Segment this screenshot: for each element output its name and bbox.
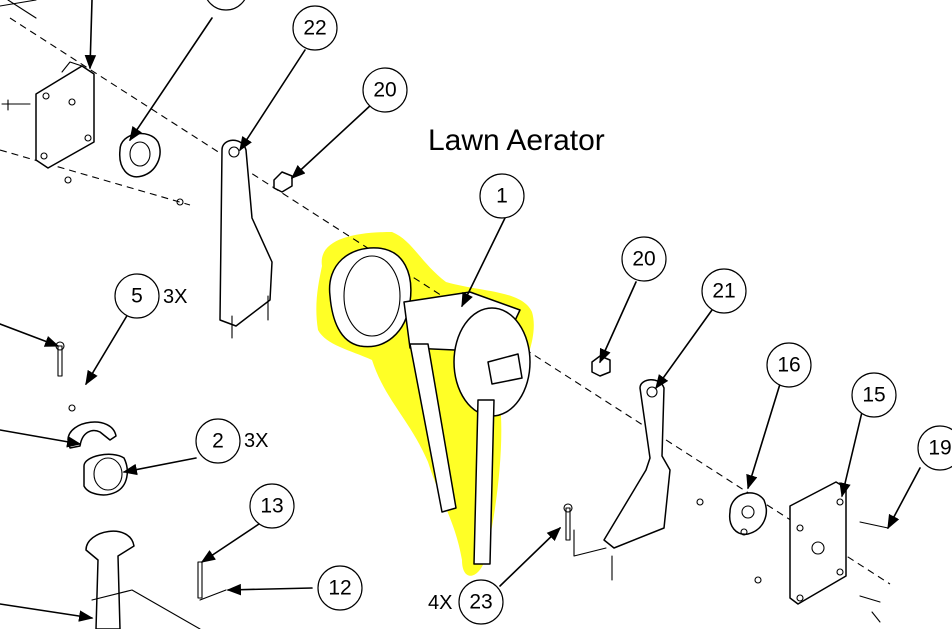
right-bracket-plate (754, 481, 889, 623)
assembly-axis-line (9, 17, 891, 585)
svg-text:19: 19 (928, 437, 951, 460)
qty-label-5: 3X (163, 286, 187, 308)
svg-text:13: 13 (260, 495, 283, 518)
callout-16: 16 (766, 342, 812, 388)
right-arm-bracket (573, 379, 671, 581)
svg-text:20: 20 (632, 248, 655, 271)
callout-20-right: 20 (621, 236, 667, 282)
callout-2: 2 (195, 418, 241, 464)
diagram-title: Lawn Aerator (428, 124, 605, 157)
callout-20-top: 20 (362, 67, 408, 113)
left-bolt-clamp-bushing (55, 341, 227, 629)
qty-label-2: 3X (244, 430, 268, 452)
callout-19: 19 (917, 425, 952, 471)
callout-1: 1 (479, 173, 525, 219)
secondary-axis-line (0, 149, 191, 206)
callout-offscreen-top (206, 0, 246, 11)
aerator-assembly (328, 247, 531, 565)
svg-text:21: 21 (712, 280, 735, 303)
svg-text:12: 12 (328, 577, 351, 600)
svg-text:5: 5 (131, 285, 143, 308)
svg-text:2: 2 (212, 430, 224, 453)
top-left-bracket-plate (1, 61, 95, 184)
callout-21: 21 (701, 268, 747, 314)
svg-text:23: 23 (469, 591, 492, 614)
svg-text:20: 20 (373, 79, 396, 102)
top-left-frame-edge (0, 0, 37, 19)
qty-label-23: 4X (428, 592, 452, 614)
right-collar (696, 492, 768, 536)
center-bolt (563, 503, 573, 541)
callout-12: 12 (317, 565, 363, 611)
callout-13: 13 (249, 483, 295, 529)
svg-text:1: 1 (496, 185, 508, 208)
svg-text:22: 22 (303, 17, 326, 40)
callout-15: 15 (851, 372, 897, 418)
svg-text:16: 16 (777, 354, 800, 377)
leader-lines (0, 0, 921, 622)
callout-5: 5 (114, 273, 160, 319)
callout-22: 22 (292, 5, 338, 51)
svg-text:15: 15 (862, 384, 885, 407)
callout-23: 23 (458, 579, 504, 625)
top-nut (273, 171, 293, 193)
left-arm-bracket (219, 139, 273, 339)
